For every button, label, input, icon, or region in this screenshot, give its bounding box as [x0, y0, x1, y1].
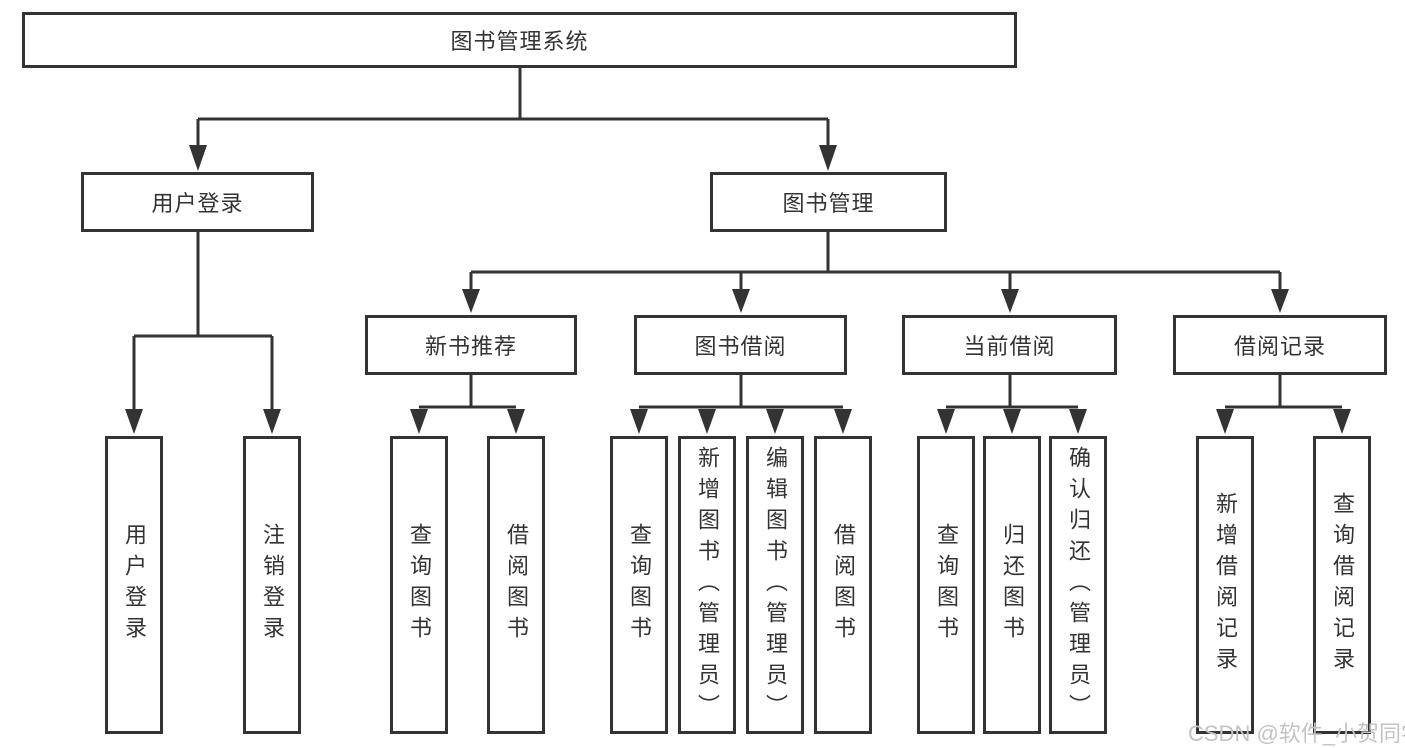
connector-book-mgmt-to-level3: [469, 232, 1282, 292]
node-book-management: 图书管理: [710, 172, 947, 232]
connector-current-borrow-to-leaves: [946, 375, 1078, 409]
node-root-system: 图书管理系统: [22, 12, 1017, 68]
node-user-login: 用户登录: [81, 172, 314, 232]
connector-user-login-to-leaves: [132, 232, 274, 412]
node-current-borrow: 当前借阅: [902, 315, 1117, 375]
connector-book-borrow-to-leaves: [639, 375, 843, 409]
leaf-confirm-return-admin: 确认归还（管理员）: [1049, 436, 1107, 734]
leaf-query-books-current: 查询图书: [917, 436, 975, 734]
node-borrow-records: 借阅记录: [1173, 315, 1387, 375]
connector-root-to-level2: [196, 68, 830, 147]
arrowheads-book-borrow-leaves: [630, 409, 852, 434]
leaf-return-books: 归还图书: [983, 436, 1041, 734]
leaf-user-login: 用户登录: [105, 436, 163, 734]
node-new-book-recommend: 新书推荐: [365, 315, 577, 375]
leaf-add-borrow-record: 新增借阅记录: [1196, 436, 1254, 734]
arrowheads-level3: [462, 289, 1289, 313]
connector-records-to-leaves: [1225, 375, 1342, 409]
leaf-add-books-admin: 新增图书（管理员）: [678, 436, 736, 734]
arrowheads-level2: [189, 145, 837, 171]
leaf-query-books-recommend: 查询图书: [390, 436, 448, 734]
leaf-borrow-books-recommend: 借阅图书: [487, 436, 545, 734]
csdn-watermark: CSDN @软件_小贺同学: [1188, 721, 1405, 746]
leaf-query-books-borrow: 查询图书: [610, 436, 668, 734]
connector-new-book-to-leaves: [419, 375, 516, 409]
leaf-logout: 注销登录: [243, 436, 301, 734]
leaf-query-borrow-record: 查询借阅记录: [1313, 436, 1371, 734]
node-book-borrow: 图书借阅: [634, 315, 847, 375]
arrowheads-user-login-leaves: [125, 409, 281, 434]
arrowheads-current-borrow-leaves: [937, 409, 1087, 434]
leaf-borrow-books: 借阅图书: [814, 436, 872, 734]
arrowheads-new-book-leaves: [410, 409, 525, 434]
arrowheads-records-leaves: [1216, 409, 1351, 434]
leaf-edit-books-admin: 编辑图书（管理员）: [746, 436, 804, 734]
